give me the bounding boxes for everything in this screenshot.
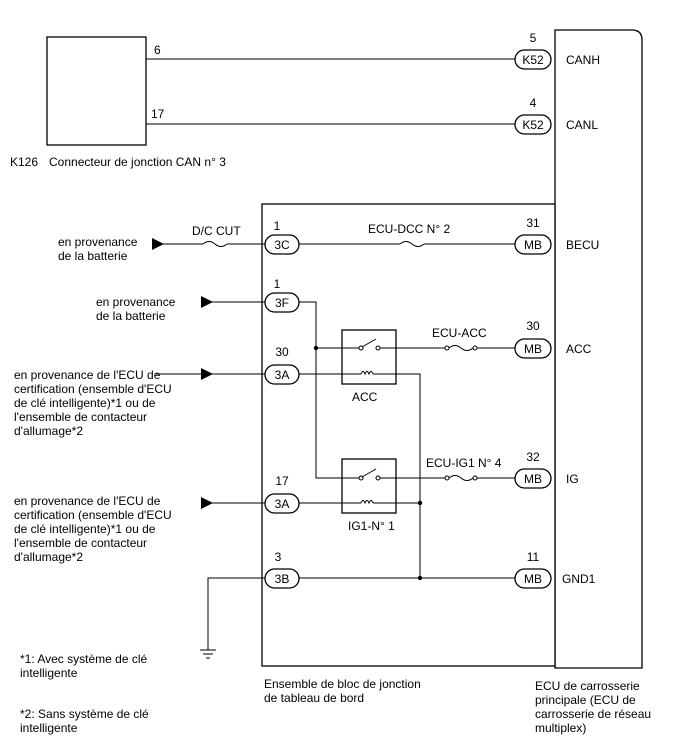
arrow-right-icon [201,296,213,308]
svg-text:3B: 3B [275,572,290,586]
acc-relay [341,329,397,385]
svg-text:K52: K52 [522,53,544,67]
signal-ig: IG [566,472,579,486]
ig1-relay-coil-icon [360,500,374,505]
svg-text:30: 30 [275,345,289,359]
main-ecu-label-line-3: carrosserie de réseau [535,707,651,721]
ig1-relay-switch-icon [361,468,377,478]
can-pin-canl: 17 [151,107,165,121]
jb-input-3c: 3C 1 [264,219,300,255]
source-3-line-4: l'ensemble de contacteur [14,410,147,424]
acc-relay-switch-icon [361,338,377,348]
svg-text:MB: MB [524,342,542,356]
jb-input-3b: 3B 3 [264,550,300,589]
svg-text:MB: MB [524,472,542,486]
svg-text:17: 17 [275,474,289,488]
ecu-terminal-ig: MB 32 [514,450,552,489]
signal-becu: BECU [566,238,599,252]
footnote-1-line-1: *1: Avec système de clé [20,652,148,666]
main-ecu-label-line-4: multiplex) [535,721,586,735]
junction-block-label-line-2: de tableau de bord [264,691,364,705]
source-4-line-1: en provenance de l'ECU de [14,494,161,508]
source-4-line-3: de clé intelligente)*1 ou de [14,522,156,536]
source-4-line-4: l'ensemble de contacteur [14,536,147,550]
can-connector-id: K126 [10,155,38,169]
main-ecu-label-line-1: ECU de carrosserie [535,679,640,693]
main-ecu-label-line-2: principale (ECU de [535,693,636,707]
coil-ground-wire [373,373,421,578]
ecu-acc-fuse-icon [448,345,474,351]
junction-dot [313,345,319,351]
ecu-dcc-fuse-label: ECU-DCC N° 2 [368,222,450,236]
ecu-terminal-gnd1: MB 11 [514,550,552,589]
signal-acc: ACC [566,342,592,356]
footnote-1-line-2: intelligente [20,666,78,680]
ecu-acc-fuse-label: ECU-ACC [432,326,487,340]
dc-cut-fuse-icon [202,241,228,247]
footnote-2-line-2: intelligente [20,721,78,735]
ecu-terminal-canl: K52 4 [514,96,552,135]
svg-text:5: 5 [530,31,537,45]
junction-block-label-line-1: Ensemble de bloc de jonction [264,677,421,691]
svg-text:3A: 3A [275,497,290,511]
svg-text:4: 4 [530,96,537,110]
source-3-line-5: d'allumage*2 [14,424,83,438]
arrow-right-icon [201,497,213,509]
svg-text:3C: 3C [274,238,290,252]
svg-text:11: 11 [527,550,540,564]
jb-input-3a-30: 3A 30 [264,345,300,385]
svg-text:MB: MB [524,238,542,252]
ground-wire [207,577,265,650]
ecu-terminal-acc: MB 30 [514,319,552,359]
arrow-right-icon [152,238,164,250]
svg-text:1: 1 [274,277,281,291]
ig1-relay-label: IG1-N° 1 [348,519,395,533]
ground-symbol-icon [200,649,216,659]
footnote-2-line-1: *2: Sans système de clé [20,707,149,721]
source-2-line-1: en provenance [96,295,176,309]
svg-text:K52: K52 [522,118,544,132]
acc-relay-coil-icon [360,371,374,376]
svg-text:MB: MB [524,572,542,586]
signal-gnd1: GND1 [562,572,596,586]
junction-dot [417,575,423,581]
source-4-line-2: certification (ensemble d'ECU [14,508,172,522]
main-body-ecu [554,29,643,669]
source-3-line-3: de clé intelligente)*1 ou de [14,396,156,410]
svg-text:32: 32 [526,450,540,464]
source-1-line-2: de la batterie [58,249,128,263]
signal-canl: CANL [566,118,598,132]
junction-dot [417,500,423,506]
can-connector-name: Connecteur de jonction CAN n° 3 [49,155,226,169]
source-2-line-2: de la batterie [96,309,166,323]
svg-text:30: 30 [526,319,540,333]
dc-cut-fuse-label: D/C CUT [192,224,241,238]
can-junction-connector [46,36,147,146]
signal-canh: CANH [566,53,600,67]
svg-text:3: 3 [275,550,282,564]
ecu-dcc-fuse-icon [399,241,425,247]
ig1-relay [341,458,397,514]
ecu-terminal-becu: MB 31 [514,216,552,255]
svg-text:31: 31 [526,216,540,230]
svg-text:1: 1 [274,219,281,233]
ecu-ig1-fuse-label: ECU-IG1 N° 4 [426,456,502,470]
source-3-line-2: certification (ensemble d'ECU [14,382,172,396]
source-4-line-5: d'allumage*2 [14,550,83,564]
acc-relay-label: ACC [352,390,378,404]
junction-block [261,203,556,667]
svg-text:3A: 3A [275,368,290,382]
jb-input-3a-17: 3A 17 [264,474,300,514]
ecu-ig1-fuse-icon [448,475,474,481]
3f-bus-wire [299,301,352,479]
source-1-line-1: en provenance [58,235,138,249]
ecu-terminal-canh: K52 5 [514,31,552,70]
arrow-right-icon [201,368,213,380]
can-pin-canh: 6 [154,43,161,57]
source-3-line-1: en provenance de l'ECU de [14,368,161,382]
jb-input-3f: 3F 1 [264,277,300,313]
svg-text:3F: 3F [275,296,289,310]
